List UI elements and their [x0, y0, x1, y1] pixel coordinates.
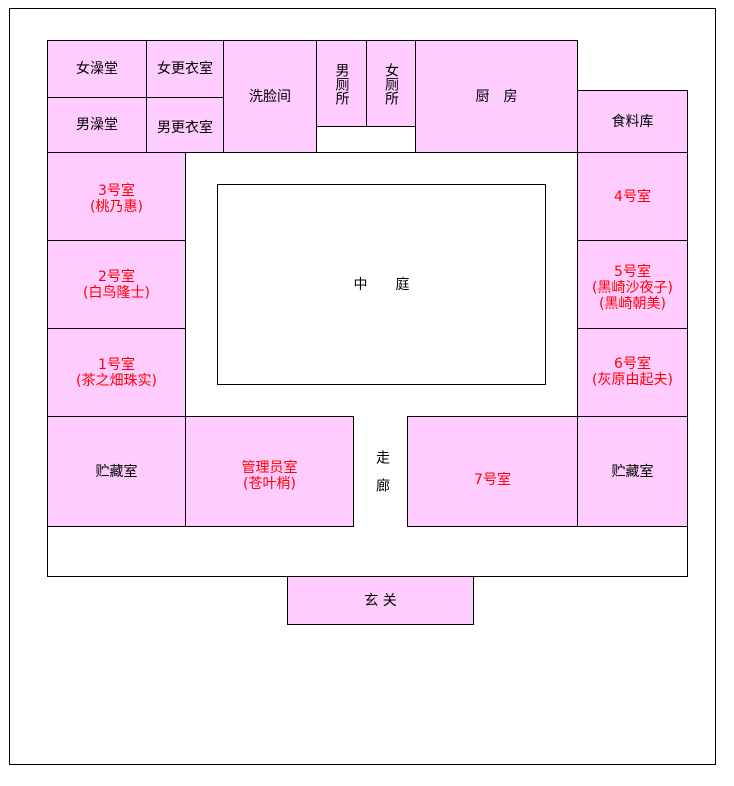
- label: 6号室: [614, 355, 651, 372]
- room-7: 7号室: [407, 416, 578, 527]
- entrance: 玄 关: [287, 576, 474, 625]
- label: 中 庭: [353, 276, 410, 293]
- room-storage-right: 贮藏室: [577, 416, 688, 527]
- room-men-bath: 男澡堂: [47, 97, 147, 153]
- occupant: (茶之畑珠实): [76, 372, 157, 389]
- label: 玄 关: [364, 592, 397, 609]
- room-5: 5号室(黑崎沙夜子)(黑崎朝美): [577, 240, 688, 329]
- label: 女更衣室: [157, 61, 213, 77]
- room-2: 2号室(白鸟隆士): [47, 240, 186, 329]
- room-pantry: 食料库: [577, 90, 688, 153]
- occupant: (桃乃惠): [90, 199, 143, 215]
- label: 3号室: [98, 183, 135, 199]
- label: 女厕所: [383, 62, 399, 105]
- label: 管理员室: [241, 459, 298, 476]
- label: 1号室: [98, 356, 135, 373]
- label: 2号室: [98, 268, 135, 285]
- room-1: 1号室(茶之畑珠实): [47, 328, 186, 417]
- corridor-label: 走廊: [374, 450, 390, 506]
- label: 女澡堂: [76, 61, 118, 77]
- label: 食料库: [611, 113, 654, 130]
- label: 男澡堂: [76, 117, 118, 133]
- room-women-toilet: 女厕所: [366, 40, 416, 127]
- label: 贮藏室: [95, 463, 138, 480]
- label: 厨 房: [475, 88, 518, 105]
- label: 男厕所: [333, 62, 350, 105]
- room-kitchen: 厨 房: [415, 40, 578, 153]
- room-4: 4号室: [577, 152, 688, 241]
- occupant: (白鸟隆士): [83, 284, 150, 301]
- label: 5号室: [614, 263, 651, 280]
- room-3: 3号室(桃乃惠): [47, 152, 186, 241]
- courtyard: 中 庭: [217, 184, 546, 385]
- room-men-changing: 男更衣室: [146, 97, 224, 153]
- label: 洗脸间: [249, 88, 291, 105]
- label: 贮藏室: [611, 463, 654, 480]
- occupant: (黑崎沙夜子): [592, 279, 673, 296]
- diagram-frame: [9, 8, 716, 765]
- label: 7号室: [474, 471, 511, 488]
- room-storage-left: 贮藏室: [47, 416, 186, 527]
- room-women-bath: 女澡堂: [47, 40, 147, 98]
- room-manager: 管理员室(苍叶梢): [185, 416, 354, 527]
- room-6: 6号室(灰原由起夫): [577, 328, 688, 417]
- label: 男更衣室: [157, 120, 213, 136]
- occupant: (黑崎朝美): [599, 295, 666, 312]
- room-washroom: 洗脸间: [223, 40, 317, 153]
- occupant: (苍叶梢): [243, 475, 296, 492]
- occupant: (灰原由起夫): [592, 371, 673, 388]
- room-women-changing: 女更衣室: [146, 40, 224, 98]
- label: 4号室: [614, 188, 651, 205]
- room-men-toilet: 男厕所: [316, 40, 367, 127]
